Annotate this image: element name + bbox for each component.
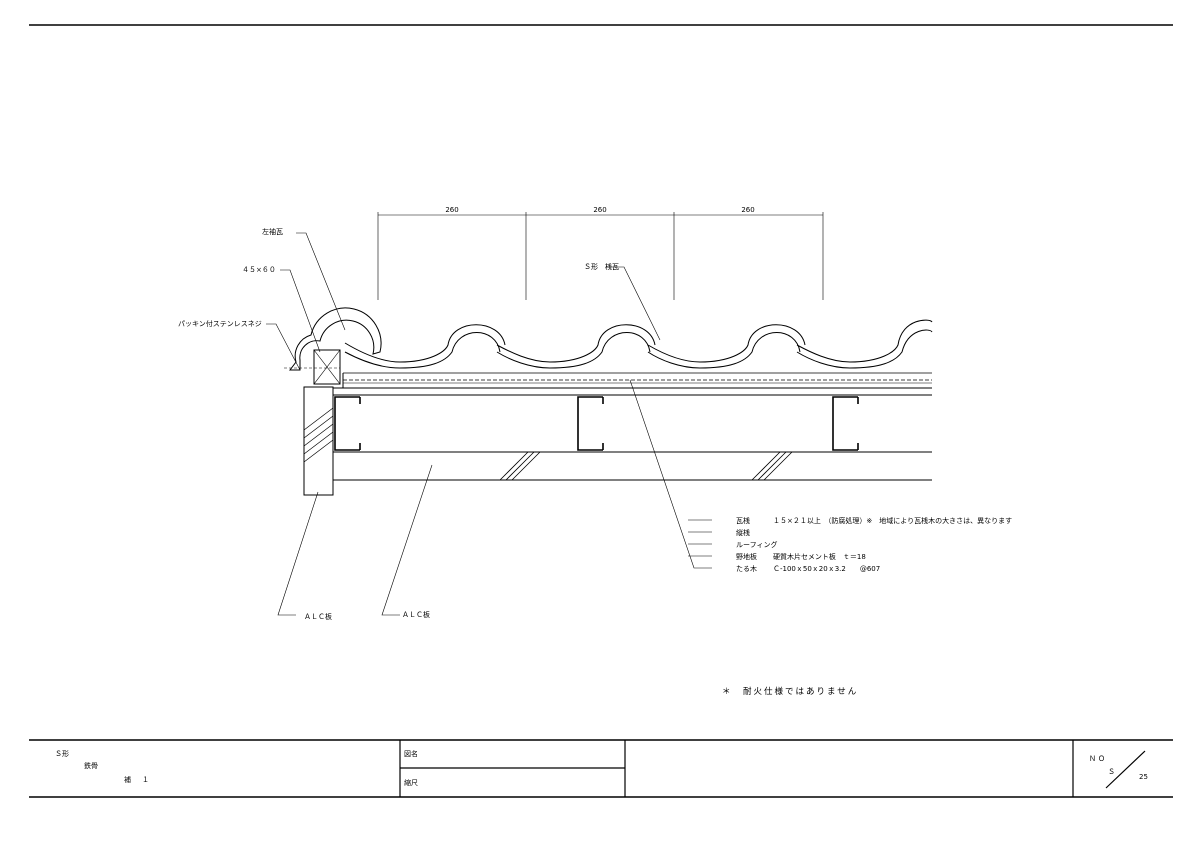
rafter-3 [832, 396, 859, 451]
spec-desc-3: 硬質木片セメント板 ｔ＝18 [773, 552, 866, 561]
dimension-label-3: 260 [741, 206, 754, 214]
timber-45x60 [284, 349, 341, 385]
tb-structure: 鉄骨 [84, 762, 98, 770]
callout-timber: ４５×６０ [242, 266, 276, 274]
fireproof-notice: ＊ 耐火仕様ではありません [722, 686, 858, 697]
callout-screw: パッキン付ステンレスネジ [178, 319, 262, 328]
tb-sheet-number: 25 [1139, 773, 1148, 781]
callout-alc-left: ＡＬＣ板 [304, 612, 332, 621]
spec-desc-4: Ｃ-100ｘ50ｘ20ｘ3.2 @607 [773, 565, 880, 573]
eave-alc-edge-panel [303, 386, 334, 496]
tile-2 [496, 324, 656, 363]
c-channel-rafters [334, 396, 859, 451]
tb-scale-label: 縮尺 [404, 779, 418, 787]
spec-name-1: 縦桟 [736, 528, 750, 537]
spec-name-3: 野地板 [736, 552, 757, 561]
tb-no-label: ＮＯ [1089, 755, 1107, 763]
s-type-roof-tiles [289, 307, 933, 371]
title-block-frame [29, 739, 1173, 798]
dimension-lines [377, 212, 824, 300]
callout-alc-right: ＡＬＣ板 [402, 610, 430, 619]
callout-s-tile: Ｓ形 桟瓦 [584, 262, 619, 271]
spec-name-0: 瓦桟 [736, 516, 750, 525]
tb-type: Ｓ形 [55, 750, 69, 758]
rafter-2 [577, 396, 604, 451]
tile-3 [647, 324, 806, 363]
tb-variant: 補 １ [124, 776, 151, 784]
spec-name-4: たる木 [736, 564, 757, 573]
dimension-label-1: 260 [445, 206, 458, 214]
rafter-1 [334, 396, 361, 451]
tile-1 [344, 324, 506, 363]
spec-name-2: ルーフィング [736, 540, 777, 549]
dimension-label-2: 260 [593, 206, 606, 214]
roof-layers [333, 372, 932, 481]
sode-tile [289, 307, 382, 371]
alc-break-hatch [499, 451, 793, 481]
leader-lines [266, 232, 712, 616]
sheet-slash [1105, 750, 1146, 789]
tile-4 [796, 319, 933, 363]
spec-desc-0: １５×２１以上 （防腐処理）※ 地域により瓦桟木の大きさは、異なります [773, 516, 1012, 525]
callout-sode-tile: 左袖瓦 [262, 227, 283, 236]
tb-s-label: Ｓ [1108, 768, 1115, 776]
tb-drawing-name-label: 図名 [404, 750, 418, 758]
